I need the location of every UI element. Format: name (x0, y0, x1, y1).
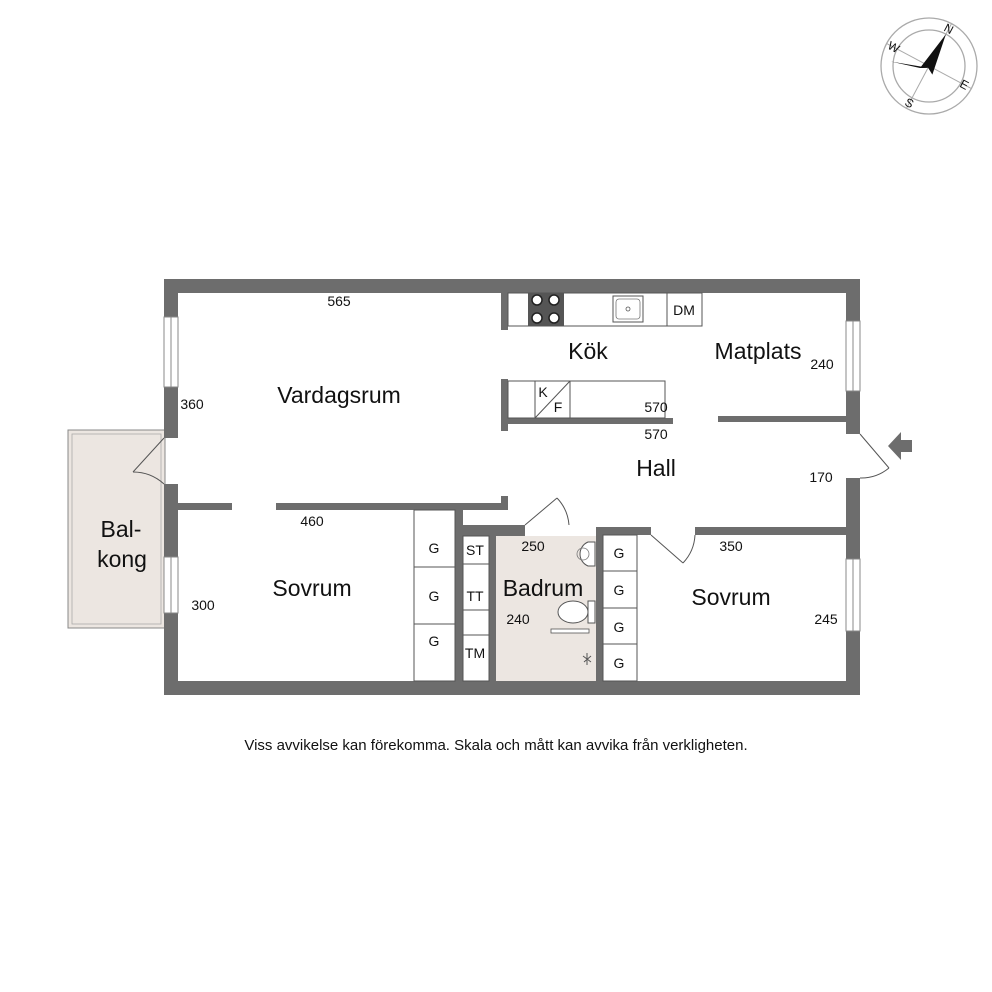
room-label-kok: Kök (568, 338, 608, 364)
room-label-matplats: Matplats (715, 338, 802, 364)
dim-sovrum-left-width: 460 (300, 513, 324, 529)
compass-north-label: N (942, 21, 956, 37)
washer-label: TM (465, 645, 485, 661)
windows (163, 316, 861, 632)
balcony-door (132, 437, 165, 485)
bathroom-door (524, 497, 570, 526)
dryer-label: TT (466, 588, 484, 604)
grab-bar (550, 628, 590, 634)
wardrobe-label: G (429, 633, 440, 649)
kitchen-counter-upper: DM (507, 292, 703, 327)
dim-vardagsrum-depth: 360 (180, 396, 204, 412)
dim-kok-width-bottom: 570 (644, 426, 668, 442)
sink-icon (612, 295, 644, 323)
room-label-balkong-1: Bal- (101, 516, 142, 542)
dim-sovrum-left-depth: 300 (191, 597, 215, 613)
wardrobes-right: G G G G (602, 534, 638, 682)
utility-column: ST TT TM (462, 535, 490, 682)
room-label-sovrum-right: Sovrum (691, 584, 770, 610)
disclaimer-text: Viss avvikelse kan förekomma. Skala och … (244, 737, 748, 754)
dim-kok-width-top: 570 (644, 399, 668, 415)
washbasin-icon (579, 541, 596, 567)
dim-sovrum-right-width: 350 (719, 538, 743, 554)
shower-icon (582, 653, 592, 665)
storage-label: ST (466, 542, 484, 558)
dim-matplats-depth: 240 (810, 356, 834, 372)
bathroom-fixtures (550, 541, 596, 665)
balcony-area (67, 429, 166, 629)
dim-vardagsrum-width: 565 (327, 293, 351, 309)
compass: N E S W (880, 17, 978, 115)
outer-walls (164, 279, 860, 695)
wardrobe-label: G (614, 619, 625, 635)
fridge-freezer (534, 380, 571, 419)
dim-badrum-depth: 240 (506, 611, 530, 627)
room-label-balkong-2: kong (97, 546, 147, 572)
compass-inner-ring (892, 29, 966, 103)
entrance-arrow-icon (888, 432, 912, 460)
room-label-badrum: Badrum (503, 575, 584, 601)
dim-badrum-width: 250 (521, 538, 545, 554)
bedroom-right-door (650, 534, 696, 564)
compass-east-label: E (957, 77, 971, 93)
wardrobe-label: G (429, 588, 440, 604)
wardrobes-left: G G G (413, 509, 456, 682)
room-label-sovrum-left: Sovrum (272, 575, 351, 601)
dim-sovrum-right-depth: 245 (814, 611, 838, 627)
doors (132, 433, 890, 564)
entrance-door (859, 433, 890, 479)
compass-south-label: S (902, 95, 916, 111)
room-label-vardagsrum: Vardagsrum (277, 382, 401, 408)
fridge-label: K (538, 384, 548, 400)
compass-needle-icon (920, 34, 946, 75)
wardrobe-label: G (614, 582, 625, 598)
toilet-icon (587, 600, 596, 624)
freezer-label: F (554, 399, 563, 415)
wardrobe-label: G (614, 545, 625, 561)
room-label-hall: Hall (636, 455, 676, 481)
interior-walls (178, 293, 846, 681)
wardrobe-label: G (429, 540, 440, 556)
dim-hall-depth: 170 (809, 469, 833, 485)
wardrobe-label: G (614, 655, 625, 671)
compass-outer-ring (880, 17, 978, 115)
kitchen-counter-lower: K F (507, 380, 666, 419)
dishwasher-label: DM (673, 302, 695, 318)
